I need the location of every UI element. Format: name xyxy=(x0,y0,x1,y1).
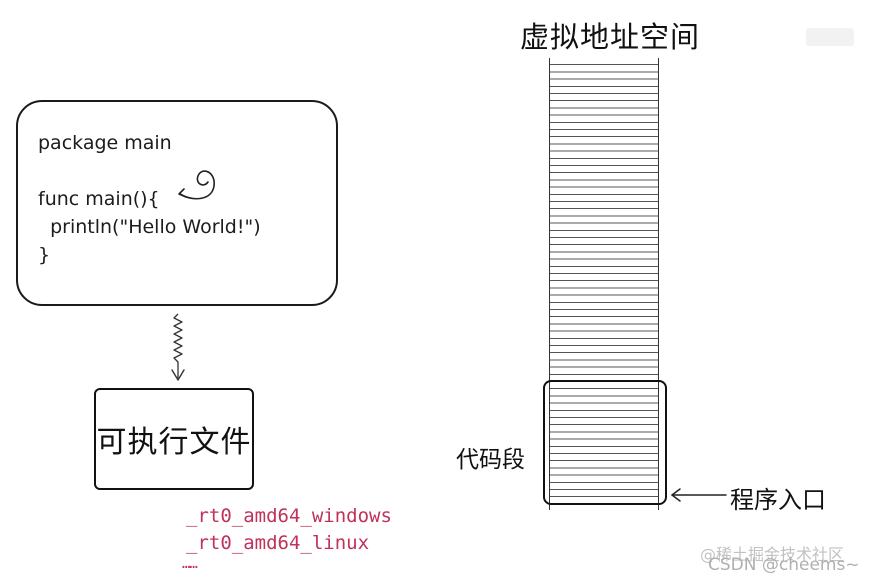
compile-arrow-icon xyxy=(171,313,185,381)
juejin-watermark: @稀土掘金技术社区 xyxy=(700,545,845,564)
faded-watermark-patch xyxy=(806,28,854,46)
entry-fn-more: …… xyxy=(182,556,198,572)
entry-fn-windows: _rt0_amd64_windows xyxy=(186,505,392,527)
code-line-package: package main xyxy=(38,132,172,154)
program-entry-label: 程序入口 xyxy=(730,486,826,514)
memory-column xyxy=(549,58,659,510)
entry-pointer-arrow-icon xyxy=(671,488,727,502)
csdn-watermark: CSDN @cheems~ xyxy=(708,555,860,575)
code-segment-box xyxy=(543,380,667,505)
code-segment-label: 代码段 xyxy=(456,447,525,473)
entry-fn-linux: _rt0_amd64_linux xyxy=(186,532,370,554)
executable-box: 可执行文件 xyxy=(94,388,254,490)
code-line-close: } xyxy=(38,244,51,266)
executable-label: 可执行文件 xyxy=(96,425,252,460)
loop-arrow-icon xyxy=(178,170,215,200)
code-line-func: func main(){ xyxy=(38,188,160,210)
virtual-address-space-title: 虚拟地址空间 xyxy=(520,20,701,54)
code-line-println: println("Hello World!") xyxy=(38,216,261,238)
code-card: package main func main(){ println("Hello… xyxy=(16,100,338,306)
